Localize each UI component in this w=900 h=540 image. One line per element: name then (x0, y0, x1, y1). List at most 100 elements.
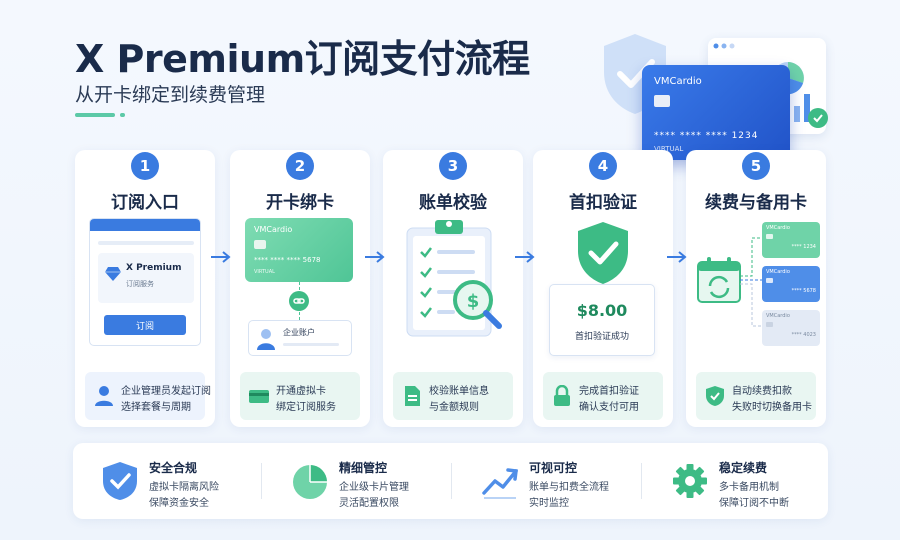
feature-control: 精细管控 企业级卡片管理 灵活配置权限 (263, 443, 453, 519)
card-chip-icon (766, 234, 773, 239)
step-foot-line1: 开通虚拟卡 (276, 386, 326, 397)
feature-line2: 灵活配置权限 (339, 498, 399, 509)
hero-card-type: VIRTUAL (654, 145, 684, 153)
backup-card-number: **** 5678 (791, 288, 816, 294)
trend-line-icon (482, 468, 518, 499)
flow-arrow-icon (667, 251, 687, 263)
security-shield-icon (103, 462, 137, 500)
step-number: 5 (742, 152, 770, 180)
gear-icon (673, 464, 707, 498)
link-icon (289, 291, 309, 311)
feature-line1: 多卡备用机制 (719, 482, 779, 493)
step-title: 账单校验 (419, 193, 487, 213)
step-title: 首扣验证 (569, 193, 637, 213)
shield-check-small-icon (706, 386, 724, 406)
enterprise-account-box: 企业账户 (248, 320, 352, 356)
backup-card: VMCardio **** 1234 (762, 222, 820, 258)
step-foot-line1: 完成首扣验证 (579, 386, 639, 397)
flow-arrow-icon (515, 251, 535, 263)
hero-illustration: VMCardio **** **** **** 1234 VIRTUAL (590, 28, 835, 160)
flow-arrow-icon (365, 251, 385, 263)
card-chip-icon (766, 278, 773, 283)
page-title: X Premium订阅支付流程 (75, 37, 530, 81)
step-number: 1 (131, 152, 159, 180)
charge-amount: $8.00 (576, 301, 628, 320)
page-subtitle: 从开卡绑定到续费管理 (75, 84, 266, 106)
card-chip-icon (654, 95, 670, 107)
hero-card-number: **** **** **** 1234 (654, 131, 759, 141)
feature-stable-renewal: 稳定续费 多卡备用机制 保障订阅不中断 (643, 443, 833, 519)
feature-line2: 保障订阅不中断 (719, 498, 789, 509)
step-card-4: 4 首扣验证 $8.00 首扣验证成功 完成首扣验证 确认支付可用 (533, 150, 673, 427)
card-chip-icon (766, 322, 773, 327)
step-card-3: 3 账单校验 $ 校验账单信息 与金额规则 (383, 150, 523, 427)
backup-card-number: **** 1234 (791, 244, 816, 250)
step-title: 续费与备用卡 (705, 193, 807, 213)
backup-card: VMCardio**** 4023 (762, 310, 820, 346)
step-foot-line1: 企业管理员发起订阅 (121, 386, 211, 397)
feature-line1: 虚拟卡隔离风险 (149, 482, 219, 493)
subscribe-window-illustration: X Premium 订阅服务 订阅 (75, 216, 215, 366)
step-number: 3 (439, 152, 467, 180)
calendar-refresh-icon (697, 257, 741, 303)
step-card-1: 1 订阅入口 X Premium 订阅服务 订阅 企业管理员发起订阅 选择套餐与… (75, 150, 215, 427)
step-number: 4 (589, 152, 617, 180)
bind-card-illustration: VMCardio **** **** **** 5678 VIRTUAL 企业账… (230, 216, 370, 366)
backup-card: VMCardio **** 5678 (762, 266, 820, 302)
product-name: X Premium (126, 263, 182, 273)
feature-divider (451, 463, 452, 499)
feature-title: 可视可控 (529, 461, 578, 475)
shield-check-icon (578, 222, 628, 284)
step-foot-line2: 与金额规则 (429, 402, 479, 413)
diamond-icon (105, 267, 121, 281)
step-number: 2 (286, 152, 314, 180)
connector-lines (740, 237, 762, 327)
step-footnote: 开通虚拟卡 绑定订阅服务 (240, 372, 360, 420)
step-foot-line1: 校验账单信息 (429, 386, 489, 397)
step-footnote: 企业管理员发起订阅 选择套餐与周期 (85, 372, 211, 420)
user-icon (95, 386, 113, 406)
feature-title: 精细管控 (339, 461, 388, 475)
feature-divider (261, 463, 262, 499)
backup-card-name: VMCardio (766, 225, 790, 231)
card-chip-icon (254, 240, 266, 249)
subscribe-button[interactable]: 订阅 (104, 315, 186, 335)
person-icon (257, 329, 275, 350)
clipboard-checklist-icon: $ (406, 220, 502, 337)
hero-check-icon (808, 108, 828, 128)
title-accent-line (75, 113, 115, 117)
product-subtitle: 订阅服务 (126, 280, 154, 288)
step-footnote: 自动续费扣款 失败时切换备用卡 (696, 372, 816, 420)
card-type: VIRTUAL (254, 269, 275, 275)
backup-card-name: VMCardio (766, 313, 790, 319)
feature-visibility: 可视可控 账单与扣费全流程 实时监控 (453, 443, 643, 519)
step-title: 开卡绑卡 (266, 193, 334, 213)
step-footnote: 完成首扣验证 确认支付可用 (543, 372, 663, 420)
charge-status: 首扣验证成功 (574, 332, 629, 342)
step-foot-line2: 绑定订阅服务 (276, 402, 336, 413)
card-number: **** **** **** 5678 (254, 256, 321, 264)
backup-card-name: VMCardio (766, 269, 790, 275)
feature-line1: 账单与扣费全流程 (529, 482, 609, 493)
hero-card-name: VMCardio (654, 76, 702, 87)
feature-line1: 企业级卡片管理 (339, 482, 409, 493)
step-footnote: 校验账单信息 与金额规则 (393, 372, 513, 420)
step-title: 订阅入口 (111, 193, 179, 213)
pie-chart-icon (293, 465, 327, 499)
flow-arrow-icon (211, 251, 231, 263)
features-bar: 安全合规 虚拟卡隔离风险 保障资金安全 精细管控 企业级卡片管理 灵活配置权限 … (73, 443, 828, 519)
hero-virtual-card: VMCardio **** **** **** 1234 VIRTUAL (642, 65, 790, 160)
feature-title: 稳定续费 (719, 461, 768, 475)
lock-icon (554, 385, 570, 406)
card-name: VMCardio (254, 225, 293, 234)
feature-title: 安全合规 (149, 461, 198, 475)
bill-check-illustration: $ (383, 216, 523, 366)
card-icon (249, 390, 269, 403)
feature-security: 安全合规 虚拟卡隔离风险 保障资金安全 (73, 443, 263, 519)
enterprise-account-label: 企业账户 (283, 328, 315, 337)
feature-line2: 实时监控 (529, 498, 569, 509)
feature-divider (641, 463, 642, 499)
step-foot-line2: 失败时切换备用卡 (732, 402, 812, 413)
